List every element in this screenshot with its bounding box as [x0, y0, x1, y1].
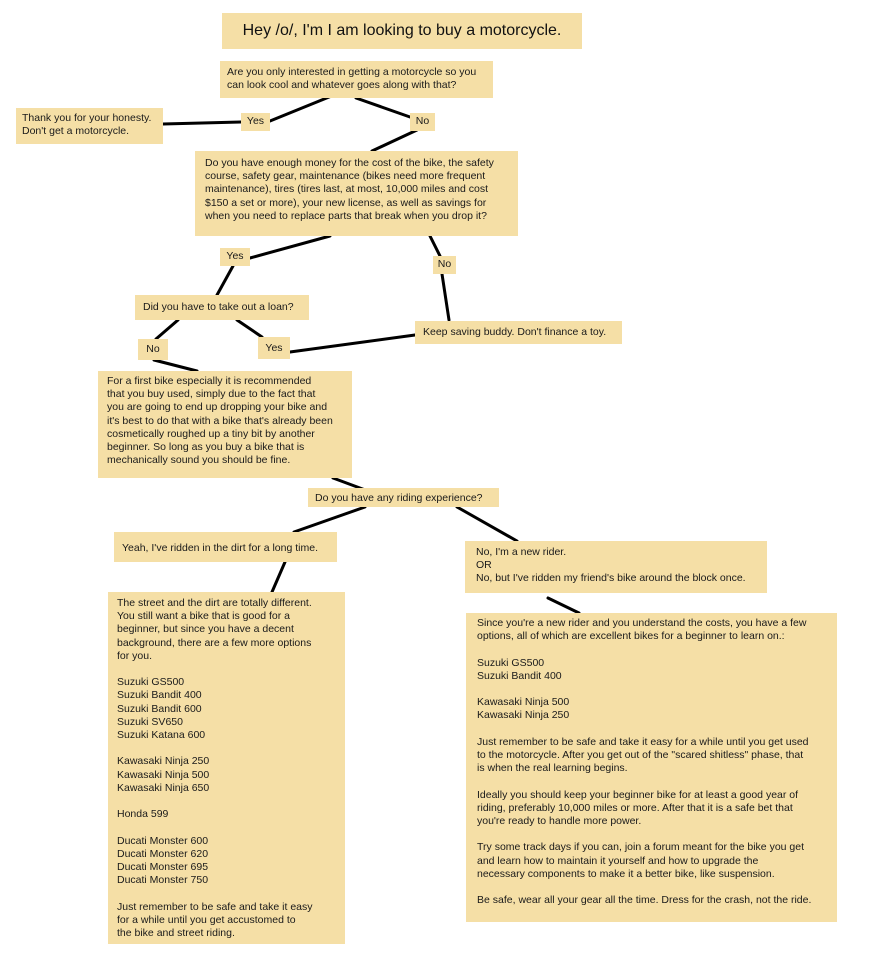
connector [154, 318, 180, 341]
connector [268, 93, 336, 123]
answer-no-loan: No [138, 339, 168, 360]
advice-new-rider: Since you're a new rider and you underst… [466, 613, 837, 922]
connector [292, 505, 367, 534]
connector [428, 234, 442, 258]
connector [248, 234, 332, 260]
question-enough-money: Do you have enough money for the cost of… [195, 151, 518, 236]
question-riding-experience: Do you have any riding experience? [308, 488, 499, 507]
connector [161, 120, 243, 126]
connector [152, 358, 199, 373]
connector [440, 272, 451, 322]
question-loan: Did you have to take out a loan? [135, 295, 309, 320]
answer-no-look-cool: No [410, 113, 435, 131]
question-look-cool: Are you only interested in getting a mot… [220, 61, 493, 98]
answer-new-rider: No, I'm a new rider. OR No, but I've rid… [465, 541, 767, 593]
answer-no-money: No [433, 256, 456, 274]
answer-yes-loan: Yes [258, 337, 290, 359]
answer-yes-look-cool: Yes [241, 113, 270, 131]
connector [270, 560, 287, 594]
advice-dirt-rider: The street and the dirt are totally diff… [108, 592, 345, 944]
answer-dirt-experience: Yeah, I've ridden in the dirt for a long… [114, 532, 337, 562]
result-keep-saving: Keep saving buddy. Don't finance a toy. [415, 321, 622, 344]
connector [546, 596, 581, 615]
connector [235, 318, 264, 339]
result-dont-get-motorcycle: Thank you for your honesty. Don't get a … [16, 108, 163, 144]
connector [370, 128, 419, 153]
connector [354, 96, 412, 119]
connector [455, 505, 519, 543]
connector [288, 333, 417, 354]
advice-buy-used: For a first bike especially it is recomm… [98, 371, 352, 478]
connector [215, 264, 235, 297]
answer-yes-money: Yes [220, 248, 250, 266]
page-title: Hey /o/, I'm I am looking to buy a motor… [222, 13, 582, 49]
